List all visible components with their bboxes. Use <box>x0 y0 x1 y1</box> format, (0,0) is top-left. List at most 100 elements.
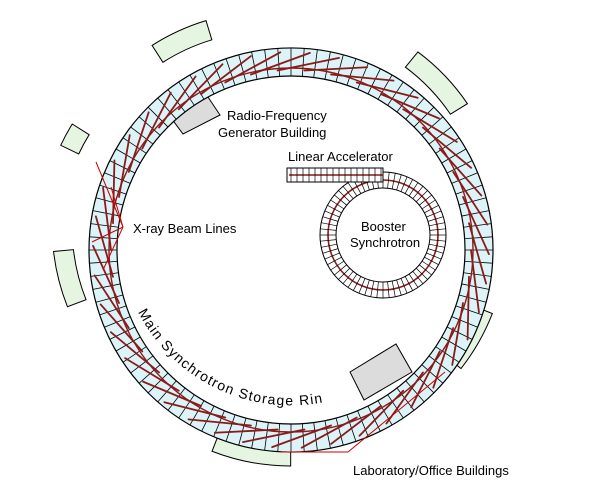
booster-segment-tick <box>321 222 337 227</box>
ring-segment-tick <box>324 51 331 80</box>
booster-segment-tick <box>342 271 354 284</box>
booster-segment-tick <box>412 271 424 284</box>
ring-segment-tick <box>167 387 186 411</box>
leader-lines <box>91 161 446 453</box>
ring-segment-tick <box>201 68 215 95</box>
ring-segment-tick <box>441 336 467 352</box>
ring-segment-tick <box>130 355 154 374</box>
gray-building-lower-right <box>349 343 413 401</box>
ring-segment-tick <box>115 148 141 164</box>
ring-segment-tick <box>357 410 369 437</box>
lab-office-buildings-label: Laboratory/Office Buildings <box>353 463 509 478</box>
ring-segment-tick <box>225 414 236 442</box>
booster-segment-tick <box>391 281 396 297</box>
ring-segment-tick <box>387 81 404 106</box>
ring-segment-tick <box>277 423 281 452</box>
booster-segment-tick <box>429 243 445 248</box>
booster-segment-tick <box>429 222 445 227</box>
ring-segment-tick <box>367 68 381 95</box>
booster-segments <box>320 172 446 298</box>
ring-segment-tick <box>463 272 492 277</box>
booster-segment-tick <box>321 243 337 248</box>
booster-segment-tick <box>408 273 419 288</box>
ring-segment-tick <box>178 81 195 106</box>
ring-segment-tick <box>99 305 127 316</box>
storage-ring-beam-path <box>108 67 474 433</box>
ring-segment-tick <box>89 260 118 264</box>
ring-segment-tick <box>89 236 118 240</box>
ring-segment-tick <box>264 49 269 78</box>
booster-segment-tick <box>427 216 444 222</box>
booster-label-line2: Synchrotron <box>350 235 420 250</box>
booster-segment-tick <box>330 199 345 210</box>
booster-segment-tick <box>347 182 358 197</box>
booster-segment-tick <box>404 276 414 291</box>
ring-segment-tick <box>313 422 318 451</box>
booster-segment-tick <box>429 228 446 231</box>
ring-segment-tick <box>464 260 493 264</box>
booster-segment-tick <box>327 256 342 266</box>
ring-segment-tick <box>115 336 141 352</box>
booster-segment-tick <box>376 281 379 298</box>
lab-building-top-right <box>404 51 469 115</box>
booster-segment-tick <box>338 267 351 280</box>
booster-segment-tick <box>408 182 419 197</box>
ring-segment-tick <box>109 326 136 340</box>
booster-segment-tick <box>358 278 366 294</box>
ring-segment-tick <box>446 160 473 174</box>
booster-segment-tick <box>412 186 424 199</box>
ring-segment-tick <box>428 126 452 145</box>
booster-segment-tick <box>427 248 444 254</box>
ring-segment-tick <box>396 89 415 113</box>
lab-building-left-lower <box>52 249 87 308</box>
booster-segment-tick <box>419 264 432 276</box>
booster-segment-tick <box>334 264 347 276</box>
booster-segment-tick <box>391 173 396 189</box>
booster-segment-tick <box>400 278 408 294</box>
booster-segment-tick <box>387 281 390 298</box>
ring-segment-tick <box>104 172 131 184</box>
ring-segment-tick <box>201 405 215 432</box>
booster-segment-tick <box>334 194 347 206</box>
linac-segments <box>290 168 382 182</box>
booster-segment-tick <box>352 276 362 291</box>
rf-building-label-line2: Generator Building <box>218 125 326 140</box>
ring-segment-tick <box>138 116 161 136</box>
x-ray-beam-lines-label: X-ray Beam Lines <box>133 221 237 236</box>
booster-segment-tick <box>327 204 342 214</box>
ring-segment-tick <box>189 74 205 100</box>
ring-segment-tick <box>346 58 357 86</box>
ring-segment-tick <box>451 316 478 328</box>
ring-segment-tick <box>92 283 121 290</box>
booster-label-line1: Booster <box>361 219 406 234</box>
booster-segment-tick <box>421 260 436 271</box>
ring-segment-tick <box>377 74 393 100</box>
booster-segment-tick <box>324 210 340 218</box>
booster-segment-tick <box>322 216 339 222</box>
linear-accelerator-label: Linear Accelerator <box>288 149 393 164</box>
booster-segment-tick <box>415 267 428 280</box>
ring-segment-tick <box>122 137 147 154</box>
booster-segment-tick <box>324 252 340 260</box>
booster-segment-tick <box>424 256 439 266</box>
booster-segment-tick <box>387 172 390 189</box>
booster-segment-tick <box>322 248 339 254</box>
booster-segment-tick <box>320 228 337 231</box>
booster-segment-tick <box>320 239 337 242</box>
booster-segment-tick <box>419 194 432 206</box>
ring-segment-tick <box>421 364 444 384</box>
booster-segment-tick <box>330 260 345 271</box>
booster-segment-tick <box>364 279 370 296</box>
booster-segment-tick <box>404 179 414 194</box>
ring-segment-tick <box>377 400 393 426</box>
ring-segment-tick <box>405 380 425 403</box>
ring-segment-tick <box>413 106 435 128</box>
booster-segment-tick <box>396 174 402 191</box>
ring-segment-tick <box>95 197 124 206</box>
booster-segment-tick <box>338 190 351 203</box>
lab-building-top-left <box>151 20 213 63</box>
x-ray-beam-lines <box>92 51 490 449</box>
ring-segment-tick <box>387 394 404 419</box>
ring-segment-tick <box>189 400 205 426</box>
ring-segment-tick <box>90 223 119 228</box>
